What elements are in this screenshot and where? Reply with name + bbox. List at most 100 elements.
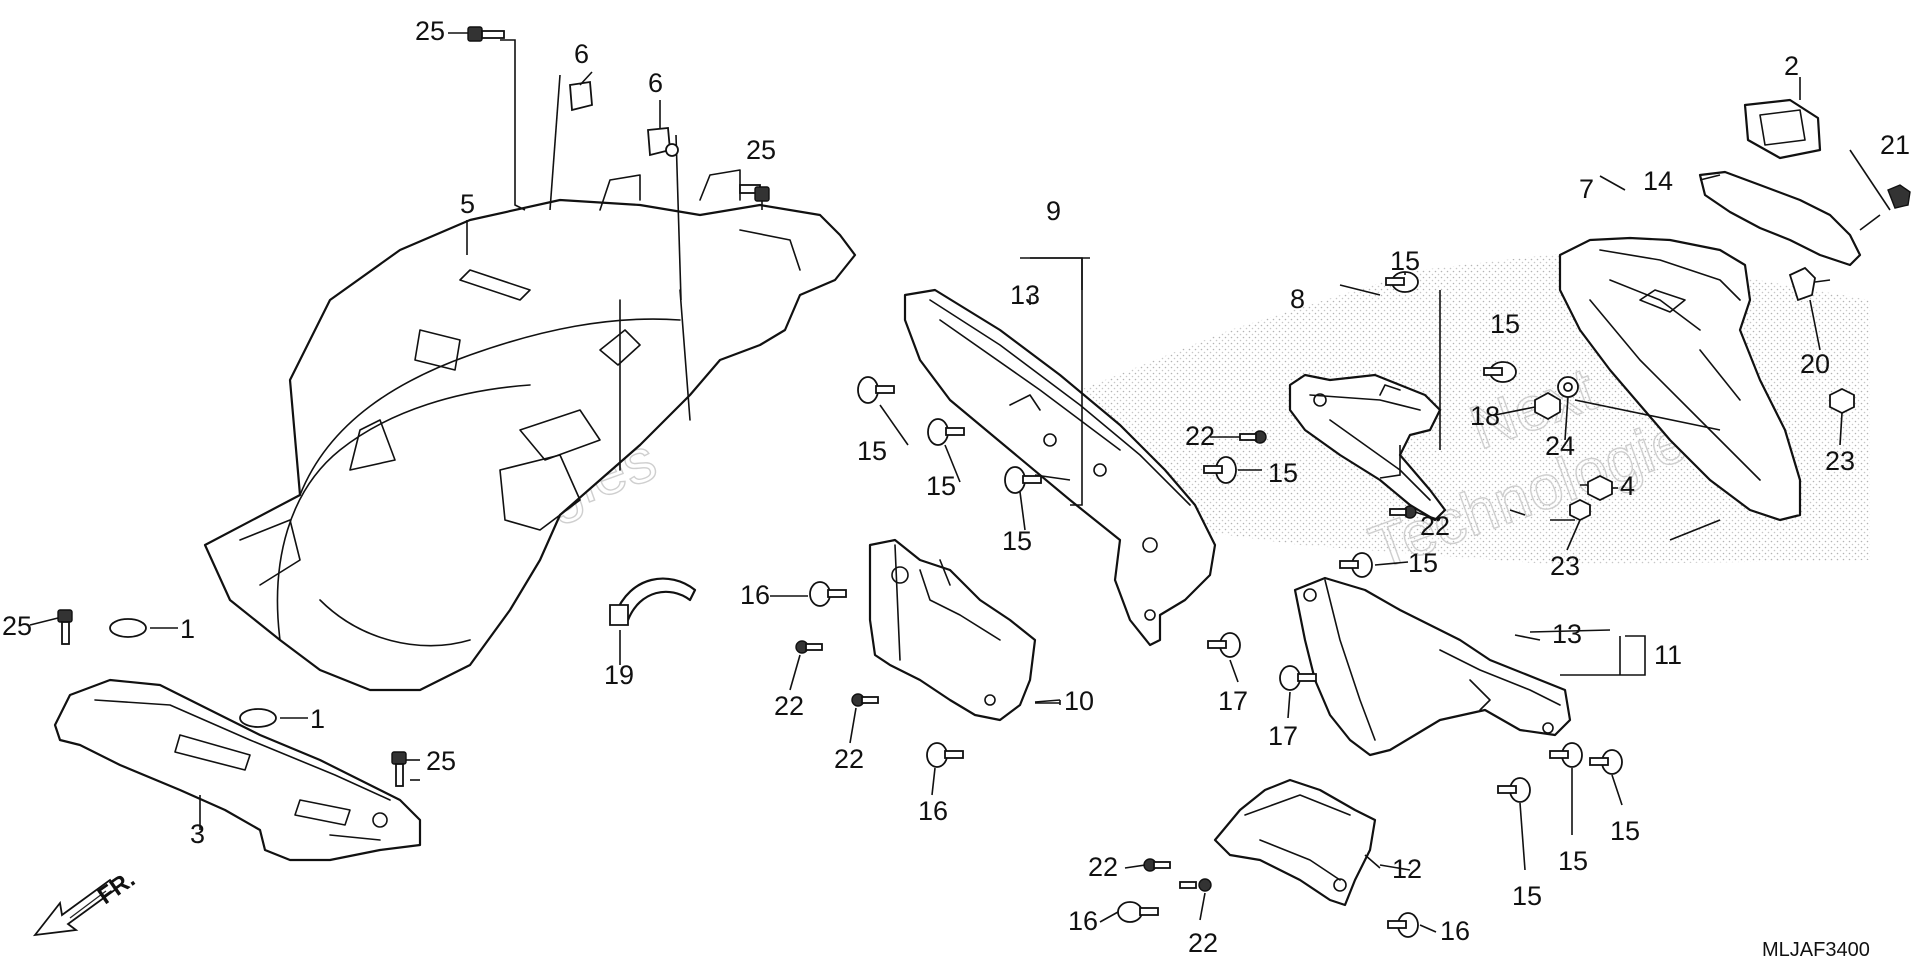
- callout-7: 7: [1579, 174, 1594, 204]
- screw-icon: [1549, 742, 1583, 768]
- callout-22-c: 22: [774, 691, 804, 721]
- strap-buckle: [609, 604, 629, 626]
- callout-25-top: 25: [415, 16, 445, 46]
- callout-15-b: 15: [926, 471, 956, 501]
- callout-17-b: 17: [1268, 721, 1298, 751]
- callout-17-a: 17: [1218, 686, 1248, 716]
- clip-icon: [569, 80, 593, 112]
- screw-icon: [1589, 749, 1623, 775]
- rear-side-cover-part: [1293, 576, 1572, 757]
- nut-icon: [1569, 498, 1591, 522]
- washer-part: [239, 708, 277, 728]
- callout-10: 10: [1064, 686, 1094, 716]
- lower-bracket-part: [53, 678, 422, 862]
- callout-22-f: 22: [1188, 928, 1218, 958]
- screw-icon: [1387, 912, 1419, 938]
- tail-housing-part: [1558, 236, 1802, 522]
- callout-14: 14: [1643, 166, 1673, 196]
- front-arrow-icon: [32, 878, 118, 937]
- screw-icon: [1279, 665, 1317, 691]
- callout-5: 5: [460, 189, 475, 219]
- nut-icon: [1587, 474, 1613, 502]
- callout-13-a: 13: [1010, 280, 1040, 310]
- group-brackets: [1030, 257, 1621, 675]
- screw-icon: [1143, 858, 1171, 872]
- screw-icon: [1179, 878, 1212, 892]
- direction-label: FR.: [93, 866, 140, 910]
- callout-15-i: 15: [1558, 846, 1588, 876]
- callout-leaders: [29, 32, 1843, 933]
- screw-icon: [1389, 505, 1417, 519]
- callout-12: 12: [1392, 854, 1422, 884]
- callout-3: 3: [190, 819, 205, 849]
- screw-icon: [926, 742, 964, 768]
- callout-25-low: 25: [426, 746, 456, 776]
- callout-16-a: 16: [740, 580, 770, 610]
- washer-icon: [1557, 376, 1579, 398]
- callout-6-b: 6: [648, 68, 663, 98]
- callout-22-a: 22: [1185, 421, 1215, 451]
- callout-1-a: 1: [180, 614, 195, 644]
- screw-icon: [809, 581, 847, 607]
- callout-23-a: 23: [1550, 551, 1580, 581]
- callout-16-c: 16: [1068, 906, 1098, 936]
- bolt-icon: [57, 609, 73, 645]
- callout-22-d: 22: [834, 744, 864, 774]
- screw-icon: [1004, 466, 1042, 494]
- callout-15-e: 15: [1390, 246, 1420, 276]
- screw-icon: [927, 418, 965, 446]
- callout-23-b: 23: [1825, 446, 1855, 476]
- callout-16-b: 16: [918, 796, 948, 826]
- lower-panel-10-part: [868, 538, 1037, 722]
- nut-icon: [1829, 387, 1855, 415]
- callout-20: 20: [1800, 349, 1830, 379]
- callout-15-f: 15: [1490, 309, 1520, 339]
- callout-15-h: 15: [1610, 816, 1640, 846]
- bolt-icon: [739, 184, 770, 202]
- callout-15-d: 15: [1268, 458, 1298, 488]
- screw-icon: [857, 376, 895, 404]
- bolt-icon: [1887, 184, 1911, 209]
- lower-panel-12-part: [1213, 778, 1377, 907]
- callout-15-j: 15: [1512, 881, 1542, 911]
- nut-icon: [1534, 391, 1561, 421]
- callout-22-e: 22: [1088, 852, 1118, 882]
- callout-18: 18: [1470, 401, 1500, 431]
- screw-icon: [1385, 271, 1419, 293]
- screw-icon: [1497, 777, 1531, 803]
- callout-13-b: 13: [1552, 619, 1582, 649]
- callout-24: 24: [1545, 431, 1575, 461]
- callout-1-b: 1: [310, 704, 325, 734]
- diagram-code: MLJAF3400: [1762, 939, 1870, 960]
- grommet-part: [1788, 266, 1816, 302]
- fasteners: [57, 26, 1911, 938]
- callout-25-mid: 25: [746, 135, 776, 165]
- callout-4: 4: [1620, 471, 1635, 501]
- direction-indicator: FR.: [32, 866, 140, 937]
- screw-icon: [1203, 456, 1237, 484]
- plate-bracket-part: [1698, 170, 1862, 267]
- side-cover-part: [903, 288, 1217, 647]
- bolt-icon: [467, 26, 505, 42]
- callout-11: 11: [1654, 640, 1682, 670]
- callouts: 25 6 6 25 5 9 13 15 15 15 15 8 15 15 22 …: [2, 16, 1910, 958]
- screw-icon: [1207, 632, 1241, 658]
- callout-2: 2: [1784, 51, 1799, 81]
- screw-icon: [1483, 361, 1517, 383]
- screw-icon: [1117, 901, 1159, 923]
- rear-fender-part: [203, 169, 857, 692]
- callout-25-left: 25: [2, 611, 32, 641]
- callout-15-a: 15: [857, 436, 887, 466]
- callout-19: 19: [604, 660, 634, 690]
- clip-icon: [647, 127, 679, 157]
- callout-16-d: 16: [1440, 916, 1470, 946]
- callout-21: 21: [1880, 130, 1910, 160]
- screw-icon: [795, 640, 823, 654]
- callout-6-a: 6: [574, 39, 589, 69]
- callout-15-c: 15: [1002, 526, 1032, 556]
- callout-15-g: 15: [1408, 548, 1438, 578]
- bolt-icon: [391, 751, 407, 787]
- screw-icon: [851, 693, 879, 707]
